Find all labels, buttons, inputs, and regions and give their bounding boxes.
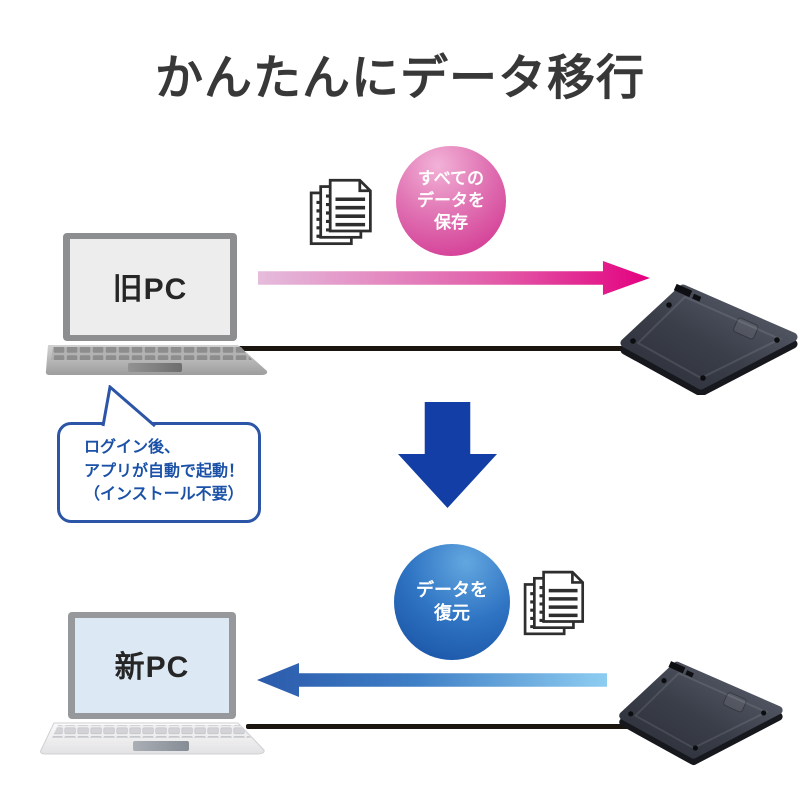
- backup-arrow-right-icon: [258, 261, 650, 295]
- bubble-tail: [101, 385, 156, 428]
- external-hdd-icon: [619, 661, 783, 766]
- badge-line: すべての: [417, 168, 485, 188]
- documents-icon: [309, 178, 372, 246]
- callout-line: アプリが自動で起動！: [84, 462, 245, 480]
- documents-icon: [523, 570, 585, 636]
- old-pc-label: 旧PC: [113, 273, 188, 306]
- restore-arrow-left-icon: [257, 663, 607, 697]
- next-step-down-arrow-icon: [398, 402, 497, 508]
- callout-line: ログイン後、: [84, 439, 181, 456]
- external-hdd-icon: [620, 283, 798, 395]
- new-pc-label: 新PC: [115, 651, 190, 684]
- badge-line: 復元: [434, 603, 470, 623]
- page-title: かんたんにデータ移行: [154, 52, 645, 105]
- badge-line: データを: [416, 579, 488, 600]
- auto-launch-callout: ログイン後、 アプリが自動で起動！ （インストール不要）: [57, 422, 261, 523]
- badge-line: 保存: [434, 213, 468, 233]
- restore-data-badge: データを 復元: [394, 544, 510, 660]
- callout-line: （インストール不要）: [84, 486, 244, 503]
- save-all-data-badge: すべての データを 保存: [396, 146, 506, 256]
- new-pc-laptop: 新PC: [40, 612, 265, 755]
- old-pc-laptop: 旧PC: [45, 233, 268, 375]
- usb-cable-top: [235, 346, 659, 351]
- usb-cable-bottom: [246, 724, 660, 729]
- badge-line: データを: [417, 190, 485, 210]
